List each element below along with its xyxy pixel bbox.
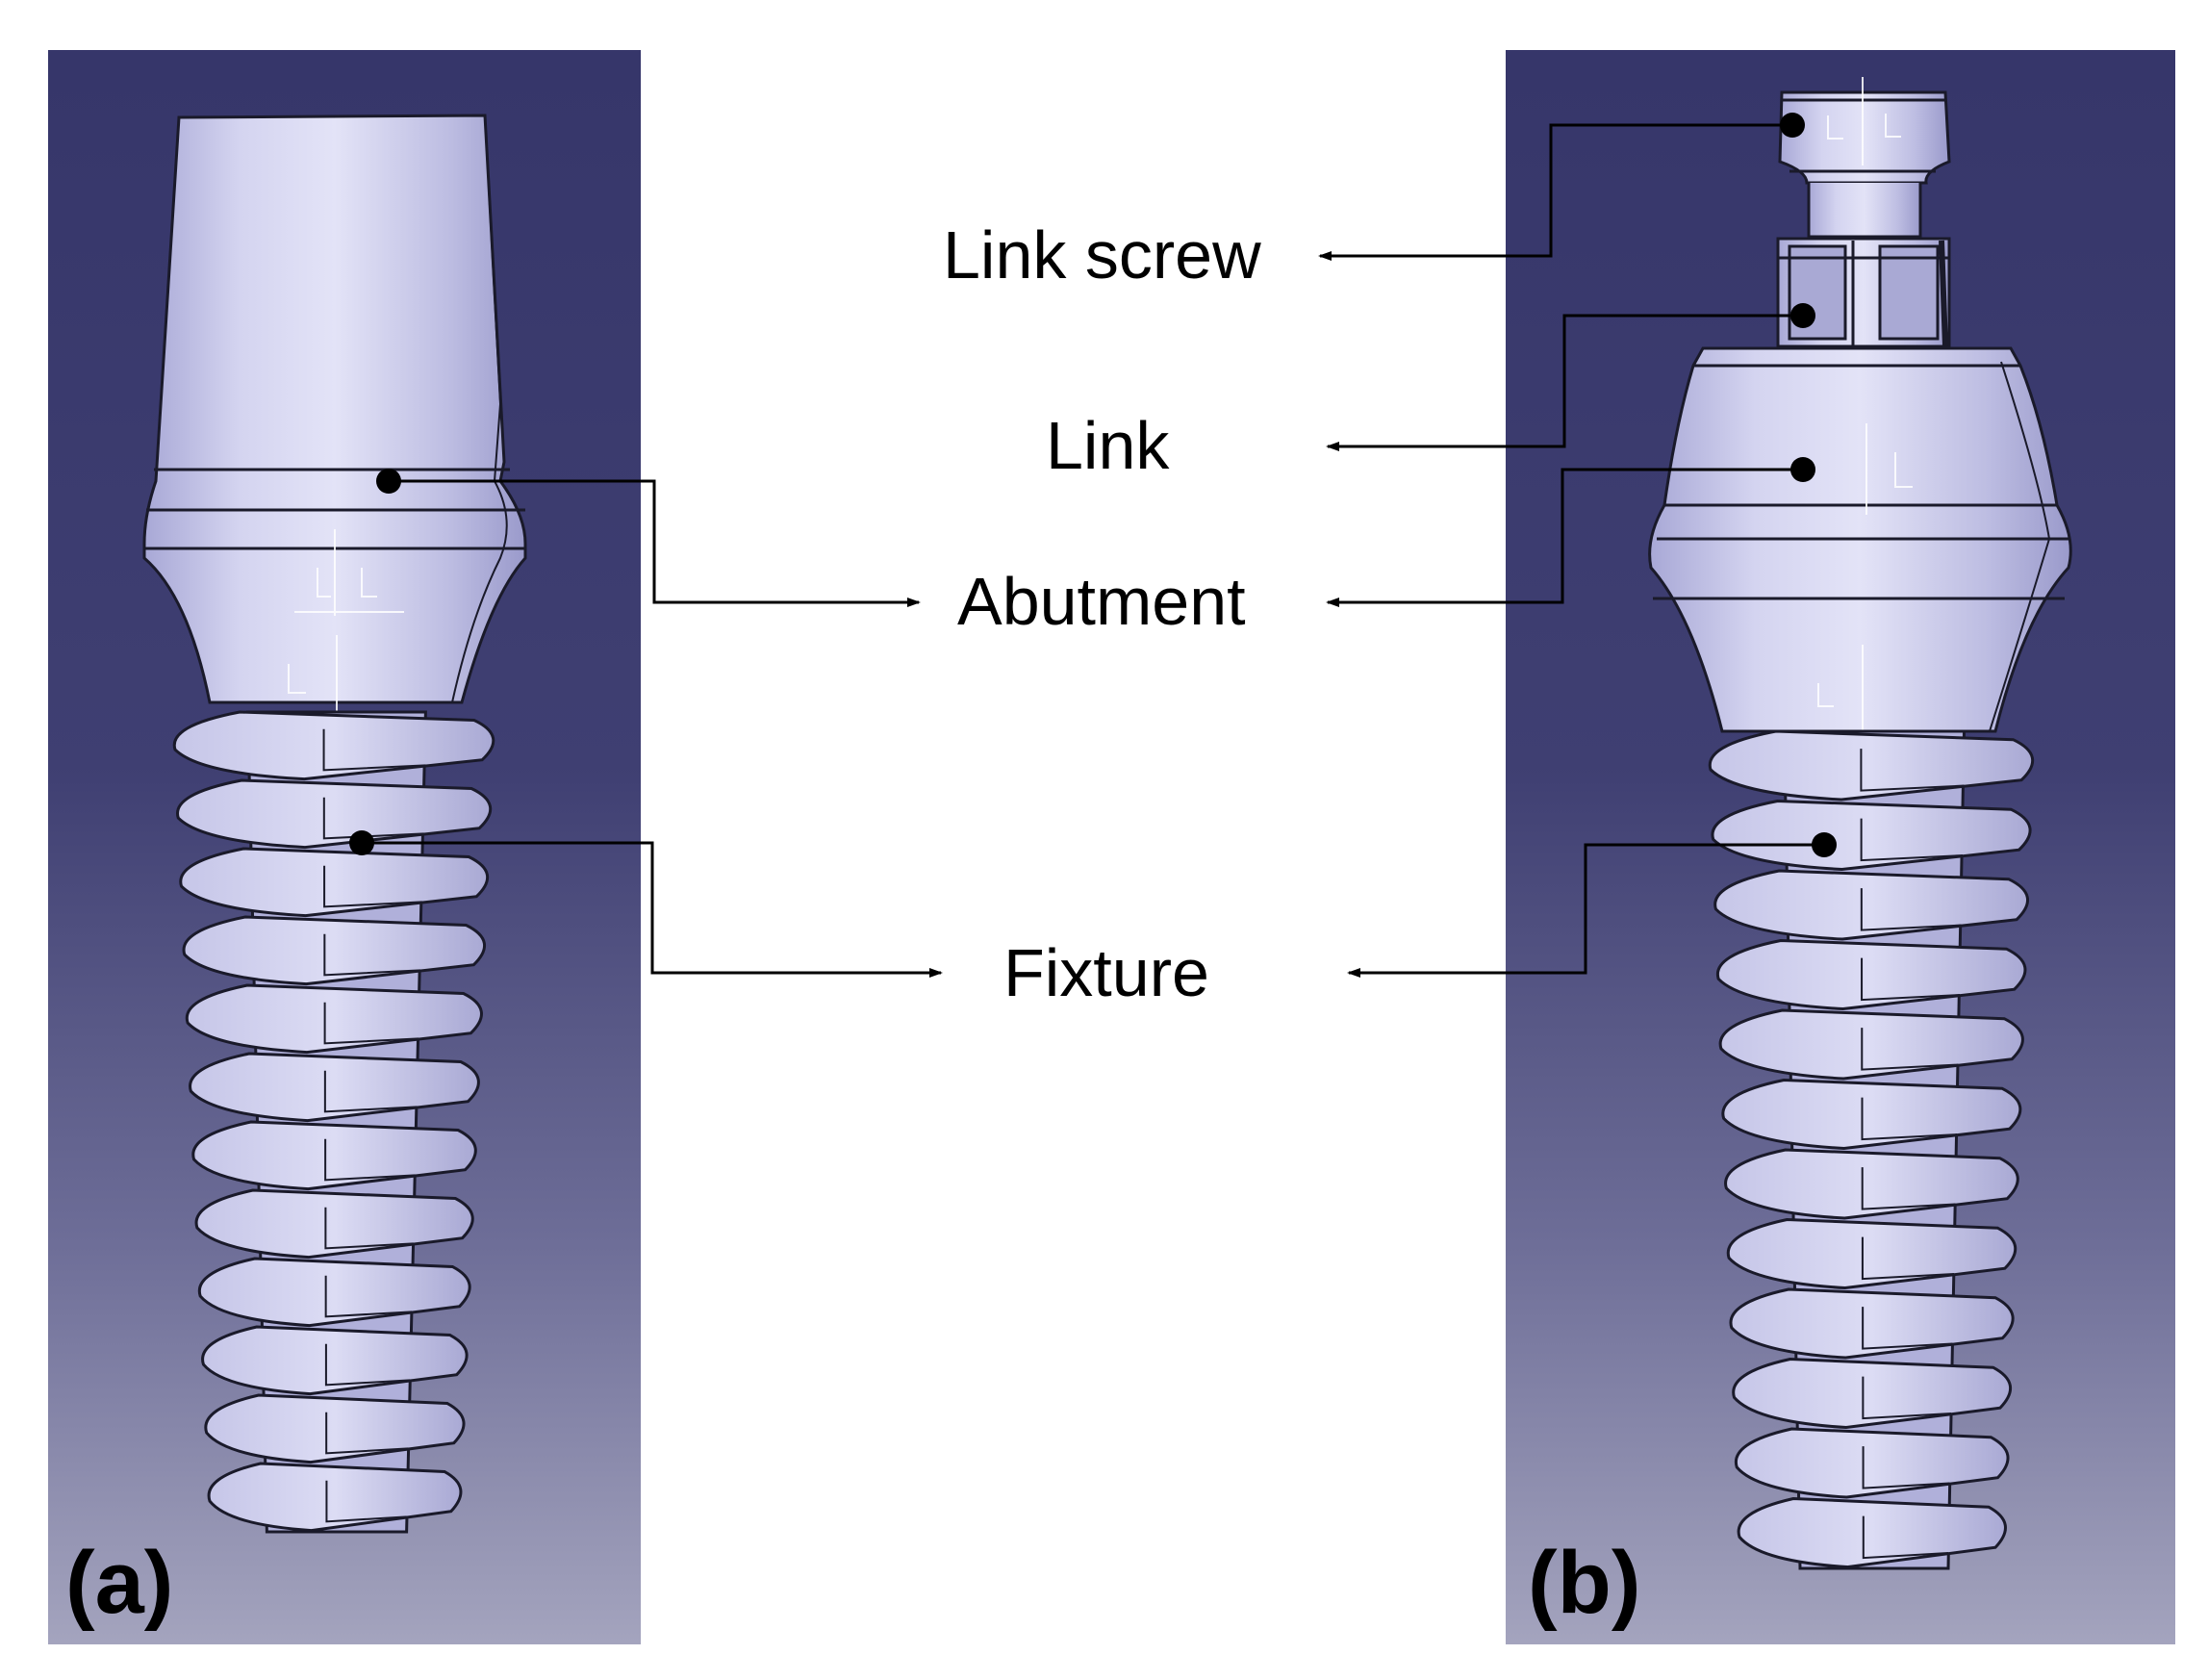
thread-turn: [1708, 729, 2035, 802]
thread-flute: [1862, 1515, 1949, 1560]
thread-flute: [1862, 1446, 1950, 1489]
thread-turn: [1713, 869, 2030, 941]
thread-turn: [189, 1052, 480, 1123]
thread-flute: [1861, 1167, 1956, 1210]
thread-flute: [324, 1207, 414, 1250]
thread-flute: [322, 797, 424, 840]
label-abutment: Abutment: [957, 564, 1246, 639]
thread-flute: [1861, 1097, 1958, 1141]
link-screw-b: [1778, 77, 1951, 239]
thread-flute: [325, 1480, 407, 1523]
thread-turn: [204, 1393, 466, 1464]
thread-turn: [197, 1257, 471, 1328]
label-link: Link: [1046, 408, 1170, 483]
panel-tag-b: (b): [1528, 1534, 1640, 1632]
thread-flute: [325, 1412, 409, 1455]
panel-b: (b): [1506, 50, 2175, 1644]
thread-flute: [1861, 1028, 1959, 1071]
thread-turn: [1715, 938, 2027, 1011]
thread-flute: [323, 865, 422, 908]
thread-flute: [324, 1343, 411, 1387]
thread-turn: [1711, 799, 2032, 872]
thread-turn: [1729, 1287, 2015, 1360]
thread-flute: [1861, 1236, 1955, 1281]
leader-abutment-a: [376, 469, 921, 607]
thread-turn: [1721, 1078, 2022, 1151]
leader-fixture-a: [349, 830, 943, 978]
thread-turn: [182, 915, 486, 986]
panel-tag-a: (a): [65, 1534, 173, 1632]
thread-turn: [179, 847, 489, 918]
leader-link-screw-b: [1318, 113, 1805, 261]
fixture-a: [172, 710, 495, 1534]
leader-abutment-b: [1326, 457, 1815, 607]
thread-flute: [323, 933, 421, 977]
thread-flute: [1860, 749, 1965, 792]
thread-turn: [185, 983, 483, 1055]
label-link-screw: Link screw: [943, 217, 1261, 293]
link-b: [1776, 237, 1951, 348]
thread-turn: [1726, 1217, 2018, 1290]
thread-turn: [207, 1462, 463, 1533]
thread-turn: [1732, 1357, 2012, 1430]
thread-flute: [322, 728, 426, 772]
thread-turn: [194, 1188, 474, 1260]
panel-a: (a): [48, 50, 641, 1644]
thread-flute: [324, 1138, 416, 1182]
thread-turn: [1734, 1427, 2010, 1499]
thread-flute: [1862, 1307, 1953, 1350]
thread-flute: [1862, 1376, 1952, 1420]
leader-link-b: [1326, 303, 1815, 451]
abutment-b: [1648, 346, 2072, 733]
thread-flute: [1860, 818, 1964, 862]
thread-flute: [324, 1275, 413, 1318]
thread-turn: [1718, 1008, 2024, 1081]
thread-turn: [1737, 1496, 2007, 1569]
leader-fixture-b: [1347, 832, 1837, 978]
label-fixture: Fixture: [1003, 935, 1209, 1010]
thread-turn: [201, 1325, 469, 1396]
thread-flute: [1861, 957, 1961, 1002]
thread-flute: [1860, 888, 1962, 931]
thread-flute: [323, 1070, 418, 1113]
thread-turn: [172, 710, 495, 781]
thread-turn: [1724, 1148, 2019, 1220]
thread-turn: [176, 778, 493, 850]
abutment-a: [142, 114, 527, 718]
thread-turn: [191, 1120, 477, 1191]
leader-lines: [349, 113, 1837, 978]
thread-flute: [323, 1002, 419, 1045]
fixture-b: [1708, 729, 2035, 1570]
